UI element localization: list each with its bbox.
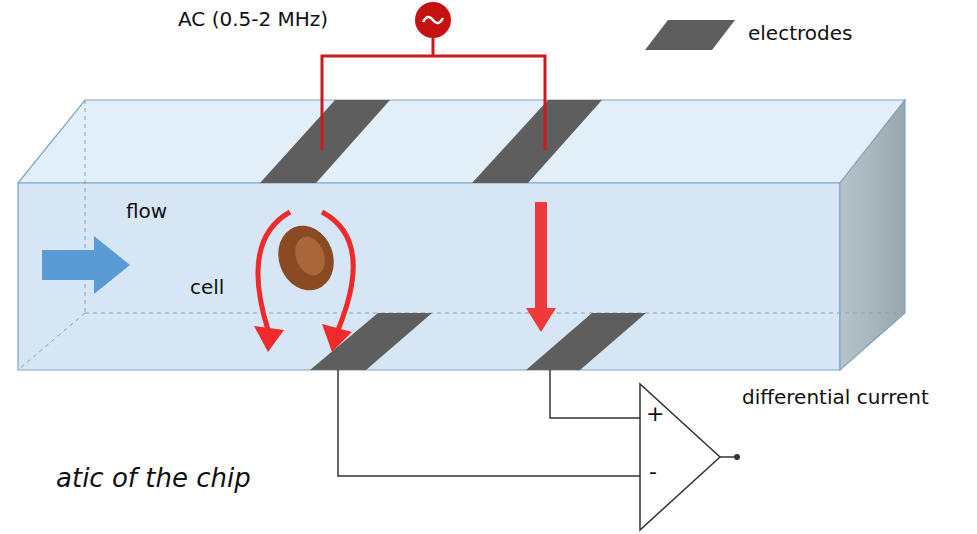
ac-symbol [423, 17, 443, 23]
field-arrowhead [254, 326, 284, 352]
figure-caption: atic of the chip [56, 464, 251, 494]
channel-side [840, 100, 905, 370]
source-label: AC (0.5-2 MHz) [178, 8, 328, 31]
hidden-edge [85, 313, 905, 314]
electrode [472, 100, 602, 183]
output-terminal [734, 454, 740, 460]
channel-top [18, 100, 905, 183]
input-sign: + [646, 401, 664, 426]
electrode [310, 313, 432, 370]
source-wire [432, 38, 435, 56]
source-wire [322, 56, 545, 150]
readout-wire [550, 370, 640, 418]
flow-arrow [42, 236, 130, 294]
input-sign: - [649, 459, 657, 484]
cell-center [290, 232, 330, 279]
differential-amplifier [640, 384, 720, 530]
readout-wire [338, 370, 640, 476]
field-arrowhead [322, 324, 352, 352]
output-label: differential current [742, 386, 929, 409]
field-arrowhead [526, 308, 556, 332]
cell [269, 218, 342, 298]
hidden-edge [85, 100, 86, 313]
cell-label: cell [190, 276, 224, 299]
ac-source [415, 2, 451, 38]
legend-swatch [645, 20, 735, 50]
legend-label: electrodes [748, 22, 852, 45]
output-wire [720, 456, 736, 458]
hidden-edge [18, 313, 85, 370]
electrode [260, 100, 390, 183]
flow-label: flow [126, 200, 167, 223]
field-line [535, 202, 547, 312]
channel-front [18, 183, 840, 370]
